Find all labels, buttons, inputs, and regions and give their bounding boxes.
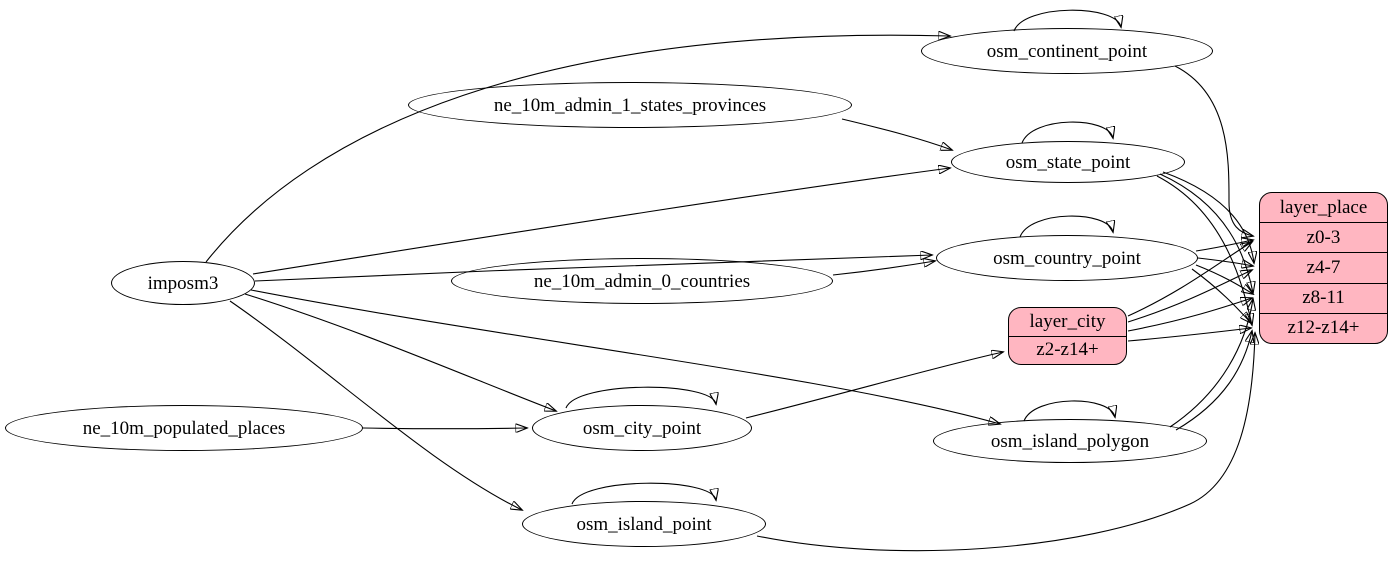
node-osm-island-polygon: osm_island_polygon bbox=[933, 419, 1207, 463]
edge-imposm3-osm-island-polygon bbox=[250, 289, 1000, 424]
layer-city-row-z2-z14: z2-z14+ bbox=[1009, 335, 1126, 365]
node-osm-island-polygon-label: osm_island_polygon bbox=[990, 430, 1150, 452]
node-layer-city: layer_city z2-z14+ bbox=[1008, 307, 1127, 365]
node-layer-place: layer_place z0-3 z4-7 z8-11 z12-z14+ bbox=[1259, 192, 1388, 344]
node-osm-city-point-label: osm_city_point bbox=[582, 417, 702, 439]
node-ne-10m-admin-0-countries: ne_10m_admin_0_countries bbox=[451, 258, 833, 304]
self-loop-osm-state-point bbox=[1021, 121, 1113, 144]
node-osm-continent-point-label: osm_continent_point bbox=[986, 40, 1148, 62]
node-osm-island-point-label: osm_island_point bbox=[576, 513, 712, 535]
edge-imposm3-osm-continent-point bbox=[205, 35, 950, 263]
edge-ne-10m-populated-places-osm-city-point bbox=[362, 428, 527, 429]
node-ne-10m-admin-0-countries-label: ne_10m_admin_0_countries bbox=[533, 270, 751, 292]
node-osm-continent-point: osm_continent_point bbox=[921, 28, 1213, 74]
edge-osm-country-point-z4-7 bbox=[1197, 257, 1253, 266]
node-ne-10m-populated-places-label: ne_10m_populated_places bbox=[82, 417, 286, 439]
edge-osm-island-polygon-z8-11 bbox=[1169, 299, 1253, 428]
node-osm-island-point: osm_island_point bbox=[522, 501, 766, 547]
node-osm-state-point: osm_state_point bbox=[951, 141, 1185, 183]
layer-city-title: layer_city bbox=[1029, 310, 1106, 332]
layer-place-title: layer_place bbox=[1279, 196, 1368, 218]
edge-imposm3-osm-city-point bbox=[244, 293, 556, 411]
edge-layer-city-z4-7 bbox=[1127, 270, 1252, 323]
edge-ne-10m-admin-0-countries-osm-country-point bbox=[832, 261, 935, 276]
layer-place-row-z12-z14: z12-z14+ bbox=[1260, 312, 1387, 343]
layer-place-row-z0-3: z0-3 bbox=[1260, 222, 1387, 252]
edge-osm-country-point-z0-3 bbox=[1195, 240, 1253, 252]
node-osm-country-point: osm_country_point bbox=[936, 235, 1198, 281]
self-loop-osm-country-point bbox=[1019, 215, 1113, 238]
edge-imposm3-osm-island-point bbox=[229, 300, 522, 510]
edge-osm-city-point-layer-city-z2 bbox=[745, 352, 1003, 419]
edge-osm-island-polygon-z12-z14 bbox=[1175, 331, 1252, 431]
node-osm-state-point-label: osm_state_point bbox=[1005, 151, 1131, 173]
layer-place-row-z4-7: z4-7 bbox=[1260, 252, 1387, 282]
edge-osm-continent-point-z0-3 bbox=[1174, 65, 1253, 236]
node-osm-city-point: osm_city_point bbox=[532, 405, 752, 451]
node-osm-country-point-label: osm_country_point bbox=[993, 247, 1141, 269]
layer-place-row-z8-11: z8-11 bbox=[1260, 282, 1387, 313]
edge-osm-state-point-z8-11 bbox=[1159, 173, 1253, 293]
edge-osm-country-point-z8-11 bbox=[1195, 264, 1253, 294]
edge-osm-country-point-z12-z14 bbox=[1191, 268, 1251, 323]
node-ne-10m-admin-1-states-provinces-label: ne_10m_admin_1_states_provinces bbox=[493, 94, 767, 116]
edge-layer-city-z8-11 bbox=[1127, 298, 1252, 332]
edge-ne-10m-admin-1-states-provinces-osm-state-point bbox=[841, 118, 952, 150]
self-loop-osm-island-polygon bbox=[1023, 400, 1115, 422]
node-ne-10m-populated-places: ne_10m_populated_places bbox=[5, 405, 363, 451]
node-imposm3: imposm3 bbox=[111, 261, 255, 305]
node-imposm3-label: imposm3 bbox=[147, 272, 219, 294]
edge-layer-city-z12-z14 bbox=[1127, 328, 1251, 342]
node-ne-10m-admin-1-states-provinces: ne_10m_admin_1_states_provinces bbox=[408, 82, 852, 128]
